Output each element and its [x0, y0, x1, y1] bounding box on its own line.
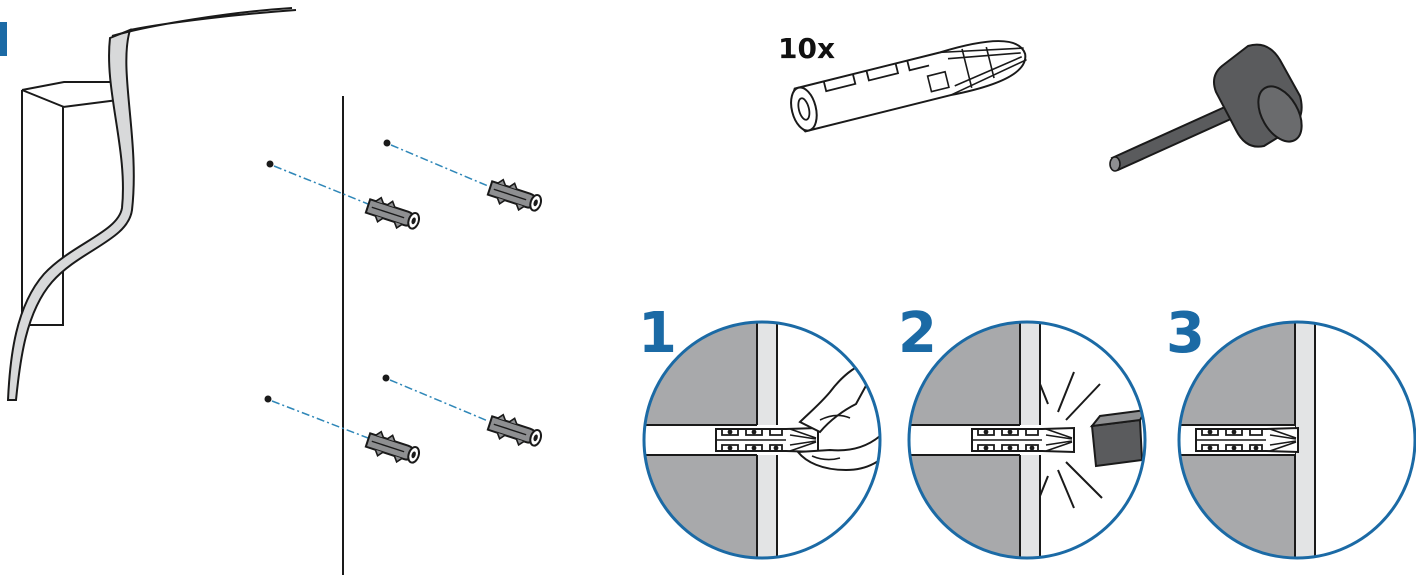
wall-plug-icon [485, 175, 546, 217]
wall-plug-icon [1195, 427, 1299, 453]
plug-group-bottom-left [264, 395, 424, 469]
parts-panel: 10x [778, 32, 1303, 172]
drill-hole [383, 139, 391, 147]
step-3-circle [1177, 320, 1416, 560]
step-2-circle [907, 320, 1147, 560]
drill-hole [264, 395, 272, 403]
step-1-circle [642, 320, 882, 560]
drill-hole [382, 374, 390, 382]
step-number: 2 [898, 301, 937, 366]
plug-group-top-right [383, 139, 546, 217]
wall-plug-large-icon [790, 40, 1027, 133]
guide-line [390, 144, 489, 187]
wall-plug-icon [485, 410, 546, 452]
mallet-head-icon [1089, 408, 1145, 468]
plug-group-top-left [266, 160, 424, 235]
wall-plug-icon [715, 427, 819, 453]
step-number: 1 [638, 301, 677, 366]
impact-lines [1039, 371, 1103, 509]
plug-group-bottom-right [382, 374, 546, 452]
guide-line [273, 165, 369, 205]
drill-hole [266, 160, 274, 168]
guide-line [271, 400, 369, 439]
wall-drawing [0, 7, 546, 575]
quantity-label: 10x [778, 32, 835, 65]
step-3: 3 [1166, 301, 1416, 560]
step-1: 1 [638, 301, 882, 560]
step-2: 2 [898, 301, 1147, 560]
mallet-icon [1109, 43, 1303, 172]
panel-marker [0, 22, 7, 56]
wall-plug-icon [363, 193, 424, 235]
guide-line [389, 379, 489, 422]
hand-fingers-icon [796, 358, 880, 472]
wall-plug-icon [971, 427, 1075, 453]
cable [6, 28, 135, 401]
wall-plug-icon [363, 427, 424, 469]
step-number: 3 [1166, 301, 1205, 366]
